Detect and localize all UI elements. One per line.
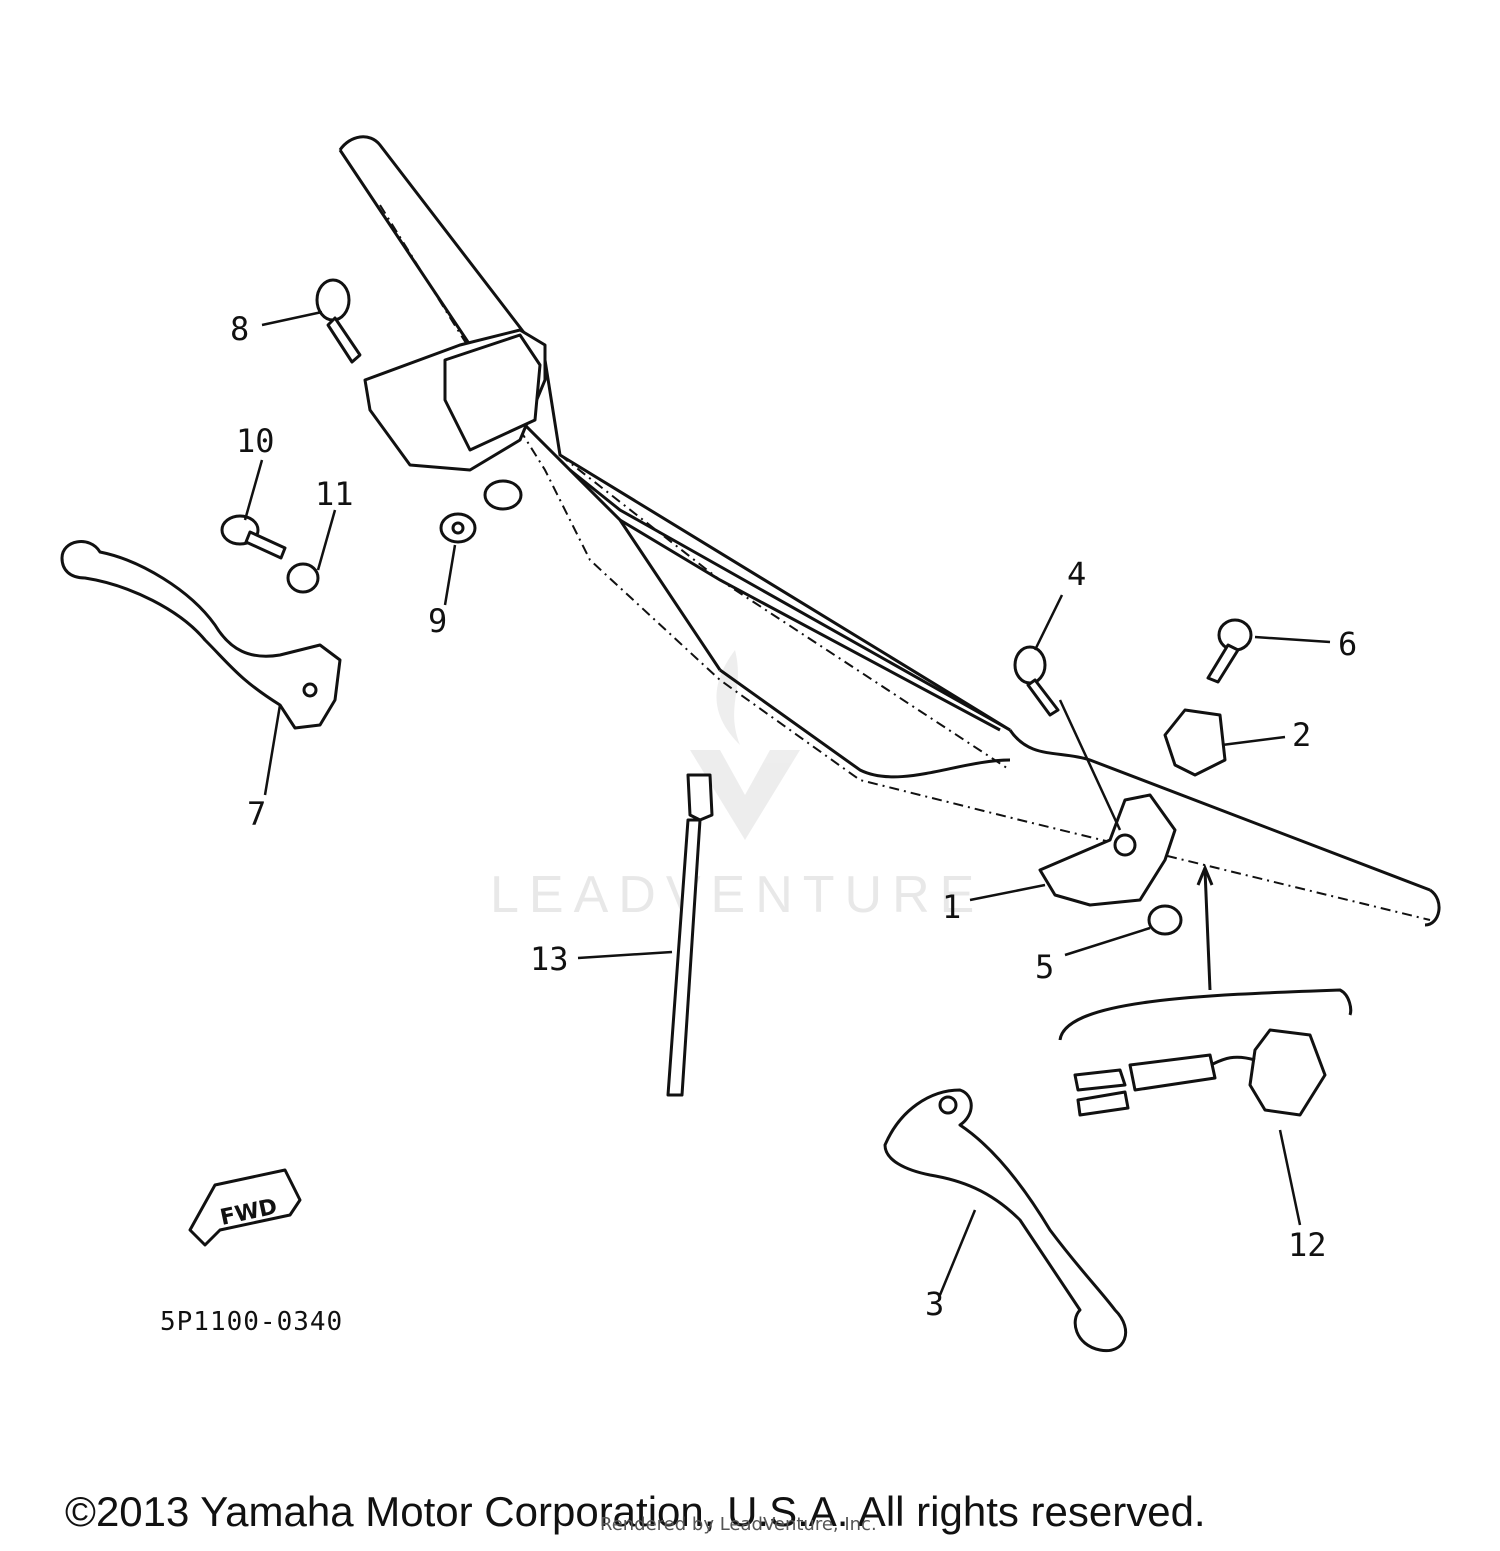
render-credit: Rendered by LeadVenture, Inc. bbox=[600, 1514, 877, 1535]
copyright-notice: ©2013 Yamaha Motor Corporation, U.S.A. A… bbox=[65, 1488, 1206, 1535]
fwd-arrow: FWD bbox=[188, 1168, 302, 1247]
watermark-brand-text: LEADVENTURE bbox=[490, 866, 984, 924]
handlebar bbox=[338, 135, 1441, 927]
callout-7: 7 bbox=[247, 795, 266, 833]
master-cylinder bbox=[363, 328, 547, 511]
bolt-10 bbox=[220, 514, 287, 560]
watermark-v-logo-icon bbox=[690, 750, 800, 840]
nut-5 bbox=[1147, 904, 1183, 936]
nut-9 bbox=[439, 512, 477, 544]
watermark-flame-icon bbox=[716, 650, 740, 745]
callout-1: 1 bbox=[942, 888, 961, 926]
switch-12 bbox=[1058, 864, 1353, 1117]
bolt-8 bbox=[315, 278, 362, 364]
nut-11 bbox=[286, 562, 320, 594]
bolt-6 bbox=[1206, 618, 1253, 684]
brake-lever-7 bbox=[60, 540, 342, 730]
leader-lines bbox=[243, 310, 1331, 1296]
callout-9: 9 bbox=[428, 602, 447, 640]
callout-numbers: 1 2 3 4 5 6 7 8 9 10 11 12 13 bbox=[230, 310, 1357, 1323]
bolt-4 bbox=[1013, 645, 1060, 717]
callout-12: 12 bbox=[1288, 1226, 1327, 1264]
cable-tie-13 bbox=[666, 773, 714, 1097]
leadventure-watermark: LEADVENTURE bbox=[490, 650, 984, 924]
clutch-lever-3 bbox=[883, 1088, 1128, 1353]
callout-3: 3 bbox=[925, 1285, 944, 1323]
callout-13: 13 bbox=[530, 940, 569, 978]
callout-10: 10 bbox=[236, 422, 275, 460]
callout-2: 2 bbox=[1292, 716, 1311, 754]
callout-5: 5 bbox=[1035, 948, 1054, 986]
clutch-holder-1 bbox=[1038, 793, 1177, 907]
callout-6: 6 bbox=[1338, 625, 1357, 663]
bracket-2 bbox=[1163, 708, 1227, 777]
callout-4: 4 bbox=[1067, 555, 1086, 593]
diagram-code: 5P1100-0340 bbox=[160, 1307, 343, 1337]
callout-8: 8 bbox=[230, 310, 249, 348]
callout-11: 11 bbox=[315, 475, 354, 513]
